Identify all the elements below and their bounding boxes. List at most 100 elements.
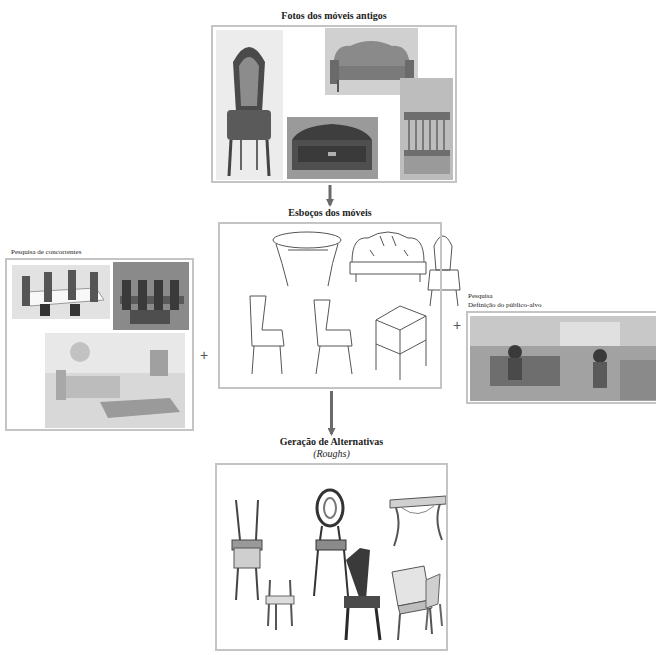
alternative-renderings [426,604,442,630]
alternative-renderings [266,596,294,604]
photo-armchair [240,140,242,170]
alternative-renderings [317,490,343,526]
photo-dining-room [138,280,147,310]
photo-dresser [328,152,336,156]
photo-dining-set [68,270,76,300]
alternative-renderings [390,496,446,508]
photo-dresser [287,117,378,179]
photo-panel: Fotos dos móveis antigos [211,10,457,183]
photo-kitchen-users [620,360,656,400]
heading-text: (Roughs) [215,448,448,460]
photo-living-room [60,376,120,398]
photo-crib [422,120,424,150]
furniture-sketches [250,232,460,380]
photo-living-room [70,342,90,362]
panel-heading: PesquisaDefinição do público-alvo [466,292,656,309]
alternative-renderings [402,506,434,514]
alternative-renderings [392,566,430,606]
panel-frame [218,222,442,389]
alternative-renderings [346,608,348,640]
photo-dining-set [44,272,52,302]
furniture-sketches [350,262,426,282]
panel-heading: Geração de Alternativas(Roughs) [215,436,448,460]
heading-text: Definição do público-alvo [468,301,656,309]
flow-arrow [330,391,333,434]
alternative-renderings [234,548,260,568]
panel-frame [5,258,194,431]
photo-crib [409,120,444,150]
photo-crib [443,120,445,150]
photo-dining-set [90,272,98,302]
photo-dresser [292,124,372,140]
photo-kitchen-users [470,316,656,401]
heading-text: Pesquisa de concorrentes [11,248,194,256]
photo-kitchen-users [560,322,620,346]
alternative-renderings [314,526,348,596]
photo-crib [415,120,417,150]
photo-crib [404,112,450,120]
furniture-sketches [250,296,284,374]
alternative-renderings [236,568,238,600]
alternative-renderings [344,596,380,608]
alternative-renderings [314,550,318,596]
photo-kitchen-users [470,316,656,401]
alternative-renderings [338,526,340,540]
panel-heading: Esboços dos móveis [218,207,442,219]
photo-dining-set [12,265,110,319]
alternative-renderings [346,548,370,600]
photo-sofa [333,41,410,70]
photo-crib [408,120,410,150]
alternative-renderings [344,550,348,596]
furniture-sketches [352,232,424,262]
photo-panel: Geração de Alternativas(Roughs) [215,436,448,651]
photo-living-room [150,350,168,376]
furniture-sketches [428,270,460,306]
alternative-renderings [316,540,346,550]
photo-dining-set [40,304,50,316]
photo-panel: Esboços dos móveis [218,207,442,389]
photo-crib [400,78,453,180]
alternative-renderings [256,568,258,600]
alternative-renderings [426,608,428,630]
plus-sign: + [200,348,208,362]
photo-crib [436,120,438,150]
photo-dining-room [170,280,179,310]
alternative-renderings [440,604,442,626]
furniture-sketches [276,244,338,286]
photo-crib [404,150,450,156]
photo-panel: PesquisaDefinição do público-alvo [466,292,656,404]
furniture-sketches [273,232,341,248]
panel-frame [466,311,656,404]
furniture-sketches [376,306,426,380]
photo-dresser [298,146,366,162]
photo-dining-set [12,265,110,319]
photo-armchair [267,140,269,176]
photo-crib [429,120,431,150]
alternative-renderings [320,526,322,540]
alternative-renderings [398,614,400,640]
photo-armchair [239,57,259,106]
flow-arrow [329,185,332,205]
photo-armchair [256,140,258,170]
alternative-renderings [268,580,292,630]
alternative-renderings [376,608,380,640]
photo-living-room [45,333,185,428]
photo-kitchen-users [593,362,607,388]
photo-dresser [292,140,372,170]
photo-dining-room [113,262,189,330]
panel-heading: Fotos dos móveis antigos [211,10,457,22]
photo-living-room [100,398,180,418]
alternative-renderings [426,574,440,608]
photo-living-room [56,370,66,400]
photo-living-room [45,333,185,428]
photo-kitchen-users [593,349,607,363]
photo-dining-set [22,276,30,306]
photo-crib [404,156,450,174]
alternative-renderings [232,490,446,640]
plus-sign: + [453,318,461,332]
photo-dining-room [130,310,170,324]
photo-kitchen-users [508,345,522,359]
panel-frame [211,25,457,183]
